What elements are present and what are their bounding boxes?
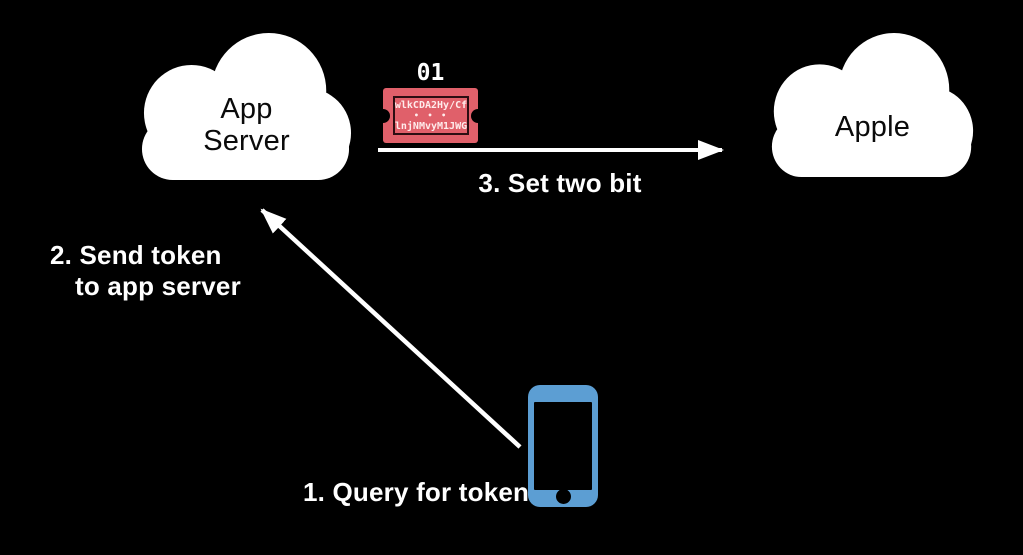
app-server-label: App Server xyxy=(203,92,290,157)
ticket-notch-right xyxy=(471,108,485,123)
ticket-badge: 01 xyxy=(416,60,445,86)
apple-cloud: Apple xyxy=(770,33,975,177)
token-ticket-icon: wlkCDA2Hy/Cf • • • lnjNMvyM1JWG xyxy=(376,88,485,143)
cloud-icon xyxy=(141,33,352,180)
phone-screen xyxy=(534,402,592,490)
app-server-cloud: App Server xyxy=(140,33,353,180)
token-line1: wlkCDA2Hy/Cf xyxy=(394,99,468,111)
ticket-token-text: wlkCDA2Hy/Cf • • • lnjNMvyM1JWG xyxy=(393,96,469,135)
token-separator: • • • xyxy=(413,110,449,120)
token-line2: lnjNMvyM1JWG xyxy=(394,120,468,132)
step1-label: 1. Query for token xyxy=(303,477,530,507)
step2-line2: to app server xyxy=(75,271,241,301)
phone-icon xyxy=(528,385,598,507)
arrow-send-token xyxy=(260,208,522,449)
step2-line1: 2. Send token xyxy=(50,240,222,270)
step3-label: 3. Set two bit xyxy=(478,168,642,198)
phone-home-button xyxy=(555,489,571,504)
cloud-icon xyxy=(771,33,974,177)
ticket-notch-left xyxy=(376,108,390,123)
step2-label: 2. Send token to app server xyxy=(50,240,241,302)
apple-label: Apple xyxy=(834,110,911,143)
